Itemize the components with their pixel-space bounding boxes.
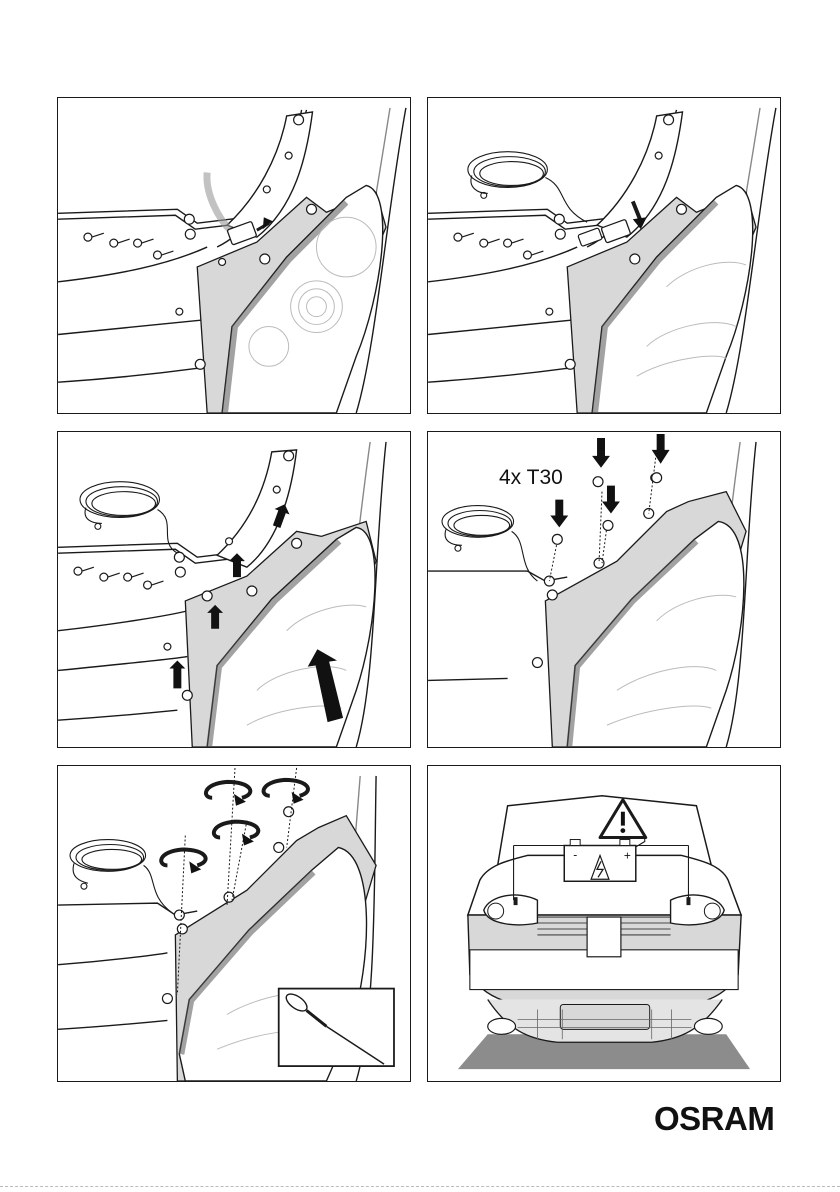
step-3-illustration — [58, 432, 410, 747]
battery-plus-label: + — [624, 848, 631, 862]
step-5-panel — [57, 765, 411, 1082]
step-4-illustration — [428, 432, 780, 747]
step-3-panel — [57, 431, 411, 748]
step-2-panel — [427, 97, 781, 414]
cable-icon — [442, 506, 537, 582]
osram-logo: OSRAM — [654, 1100, 774, 1138]
step-4-panel: 4x T30 — [427, 431, 781, 748]
battery-minus-label: - — [573, 847, 577, 861]
torx-size-label: 4x T30 — [499, 466, 563, 490]
screw-set — [84, 233, 173, 259]
step-2-illustration — [428, 98, 780, 413]
battery-icon: - + — [564, 840, 636, 882]
cable-icon — [80, 482, 177, 554]
step-6-panel: - + — [427, 765, 781, 1082]
step-5-illustration — [58, 766, 410, 1081]
page-edge-divider — [0, 1186, 840, 1187]
step-1-panel — [57, 97, 411, 414]
step-1-illustration — [58, 98, 410, 413]
cable-icon — [70, 840, 172, 914]
step-6-illustration: - + — [428, 766, 780, 1081]
